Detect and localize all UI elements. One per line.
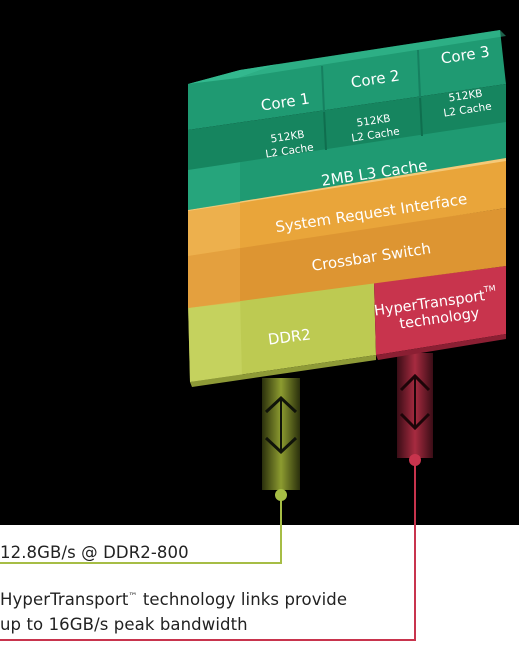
hypertransport-link [397,353,433,458]
svg-text:512KB: 512KB [448,88,484,105]
svg-text:512KB: 512KB [270,129,306,146]
ddr2-block: DDR2 [188,283,376,387]
hypertransport-caption-line1: HyperTransport™ technology links provide [0,590,348,609]
hypertransport-block: HyperTransportTM technology [373,266,506,360]
cores-row: Core 1 Core 2 Core 3 [188,30,506,130]
ddr2-link [262,378,300,490]
ddr2-callout-line [0,489,287,564]
svg-text:512KB: 512KB [356,113,392,130]
crossbar-switch-layer: Crossbar Switch [188,208,506,308]
hypertransport-callout-line [0,454,421,641]
hypertransport-caption-line2: up to 16GB/s peak bandwidth [0,615,248,634]
ddr2-bandwidth-caption: 12.8GB/s @ DDR2-800 [0,543,189,562]
ddr2-label: DDR2 [267,325,312,348]
